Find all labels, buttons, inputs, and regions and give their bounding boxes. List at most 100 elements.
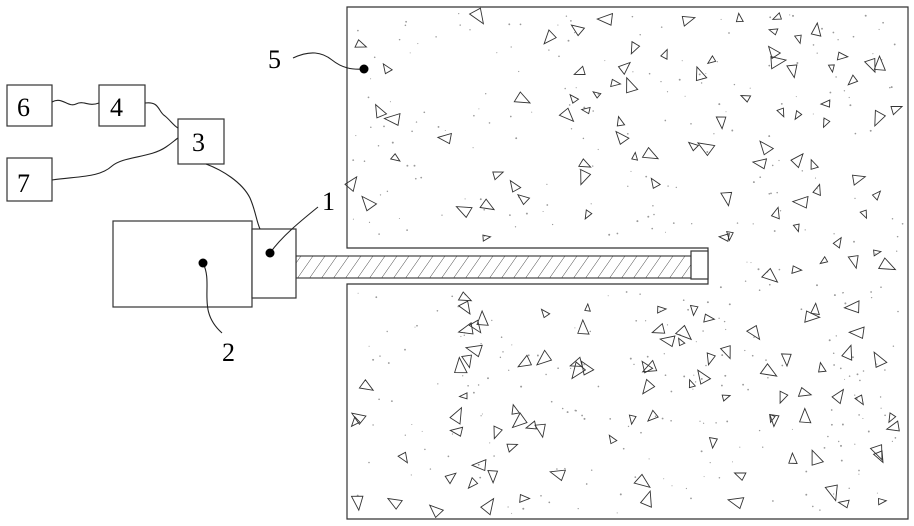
texture-speck	[718, 103, 720, 105]
texture-speck	[464, 335, 465, 336]
texture-speck	[769, 16, 771, 18]
texture-speck	[695, 381, 696, 382]
leader-1-dot	[266, 249, 275, 258]
texture-speck	[522, 508, 524, 510]
texture-speck	[758, 268, 760, 270]
texture-speck	[893, 345, 894, 346]
texture-speck	[721, 354, 723, 356]
texture-speck	[833, 32, 835, 34]
texture-speck	[417, 43, 418, 44]
texture-speck	[558, 55, 560, 57]
texture-speck	[813, 44, 815, 46]
texture-speck	[772, 500, 774, 502]
texture-speck	[556, 468, 558, 470]
texture-speck	[557, 367, 559, 369]
texture-speck	[705, 73, 706, 74]
label-6: 6	[17, 93, 30, 122]
texture-speck	[368, 97, 370, 99]
texture-speck	[732, 461, 733, 462]
texture-speck	[531, 112, 532, 113]
texture-speck	[370, 78, 371, 79]
texture-speck	[566, 16, 567, 17]
texture-speck	[383, 126, 385, 128]
label-3: 3	[192, 128, 205, 157]
texture-speck	[639, 34, 640, 35]
texture-speck	[728, 32, 730, 34]
texture-speck	[387, 191, 388, 192]
texture-speck	[844, 302, 846, 304]
texture-speck	[557, 25, 558, 26]
texture-speck	[598, 149, 599, 150]
rod-connector-box	[252, 229, 296, 298]
texture-speck	[768, 65, 770, 67]
texture-speck	[581, 415, 583, 417]
texture-speck	[406, 165, 408, 167]
texture-speck	[592, 165, 593, 166]
texture-speck	[591, 469, 592, 470]
texture-speck	[701, 82, 702, 83]
texture-speck	[670, 420, 672, 422]
texture-speck	[583, 138, 585, 140]
texture-speck	[715, 422, 716, 423]
texture-speck	[719, 477, 721, 479]
main-unit-box	[113, 221, 252, 307]
texture-speck	[789, 14, 790, 15]
texture-speck	[375, 296, 377, 298]
texture-speck	[598, 386, 600, 388]
texture-speck	[608, 295, 609, 296]
texture-speck	[841, 460, 843, 462]
texture-speck	[683, 299, 685, 301]
texture-speck	[792, 15, 794, 17]
texture-speck	[358, 293, 359, 294]
texture-speck	[721, 385, 723, 387]
texture-speck	[508, 23, 510, 25]
texture-speck	[768, 193, 770, 195]
label-5: 5	[268, 45, 281, 74]
texture-speck	[639, 293, 641, 295]
texture-speck	[485, 93, 486, 94]
texture-speck	[892, 218, 894, 220]
texture-speck	[635, 320, 637, 322]
texture-speck	[703, 423, 704, 424]
texture-speck	[849, 97, 850, 98]
texture-speck	[483, 209, 485, 211]
label-7: 7	[17, 169, 30, 198]
texture-speck	[467, 385, 469, 387]
texture-speck	[858, 474, 859, 475]
texture-speck	[567, 411, 569, 413]
texture-speck	[368, 462, 370, 464]
texture-speck	[872, 53, 873, 54]
texture-speck	[858, 414, 860, 416]
texture-speck	[515, 137, 517, 139]
texture-speck	[871, 297, 872, 298]
texture-speck	[664, 353, 665, 354]
texture-speck	[652, 205, 654, 207]
texture-speck	[692, 389, 693, 390]
texture-speck	[805, 471, 807, 473]
texture-speck	[660, 310, 661, 311]
texture-speck	[465, 198, 466, 199]
texture-speck	[896, 251, 897, 252]
texture-speck	[693, 375, 694, 376]
texture-speck	[742, 384, 744, 386]
texture-speck	[592, 110, 594, 112]
texture-speck	[729, 303, 731, 305]
texture-speck	[816, 284, 818, 286]
texture-speck	[583, 364, 584, 365]
texture-speck	[399, 218, 400, 219]
texture-speck	[662, 418, 664, 420]
texture-speck	[863, 370, 865, 372]
texture-speck	[870, 130, 872, 132]
texture-speck	[435, 36, 436, 37]
texture-speck	[411, 474, 412, 475]
texture-speck	[881, 408, 882, 409]
texture-speck	[480, 198, 482, 200]
texture-speck	[583, 107, 585, 109]
texture-speck	[779, 269, 781, 271]
texture-speck	[704, 476, 705, 477]
texture-speck	[462, 375, 463, 376]
texture-speck	[645, 176, 647, 178]
texture-speck	[647, 356, 649, 358]
texture-speck	[833, 364, 835, 366]
texture-speck	[405, 21, 407, 23]
